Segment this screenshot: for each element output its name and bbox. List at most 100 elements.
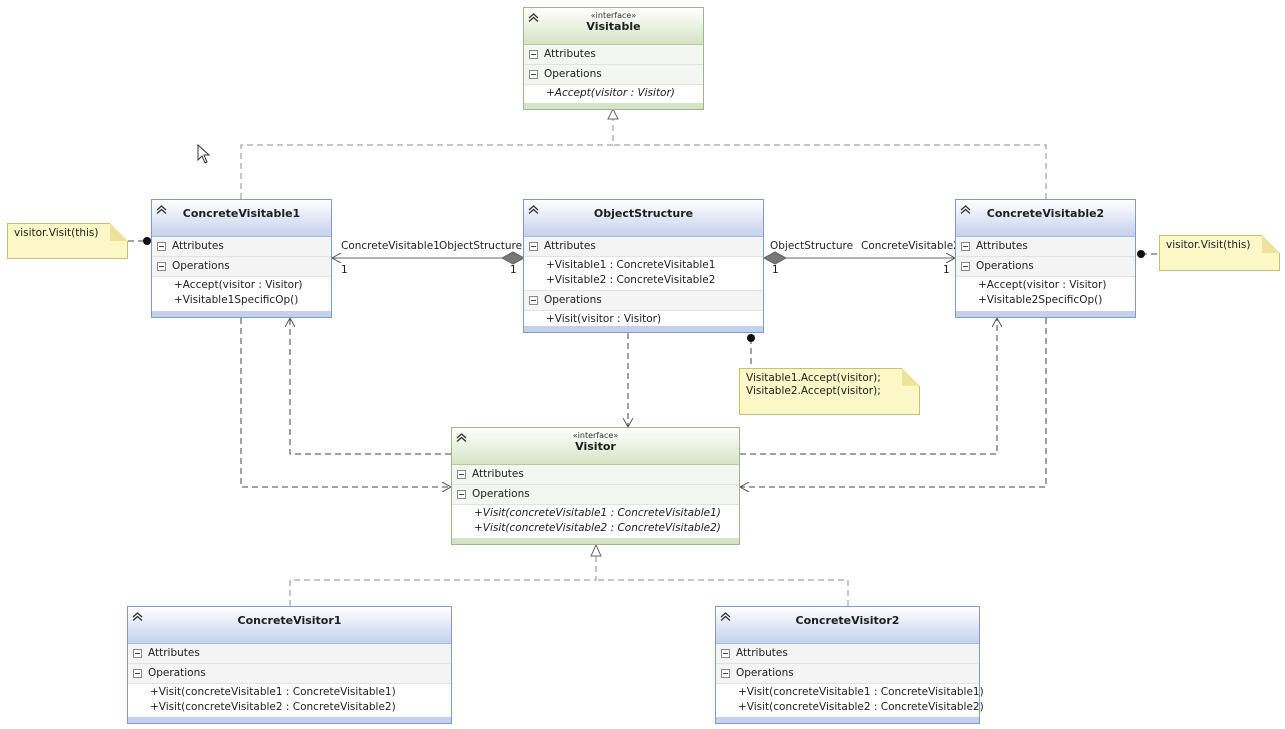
operations-section[interactable]: Operations: [956, 257, 1135, 277]
section-minus-icon[interactable]: [529, 70, 538, 79]
class-footer: [716, 717, 979, 723]
assoc-right-source-mult: 1: [772, 264, 779, 276]
note-text: visitor.Visit(this): [1166, 239, 1251, 251]
operation-item[interactable]: +Visit(concreteVisitable1 : ConcreteVisi…: [474, 507, 721, 519]
section-minus-icon[interactable]: [157, 262, 166, 271]
operations-section[interactable]: Operations: [524, 291, 763, 311]
class-header[interactable]: ConcreteVisitor2: [716, 607, 979, 644]
dependency-visitor-cv1: [290, 318, 451, 455]
section-minus-icon[interactable]: [457, 490, 466, 499]
operations-label: Operations: [472, 488, 530, 500]
class-footer: [524, 326, 763, 332]
attributes-label: Attributes: [544, 48, 596, 60]
section-minus-icon[interactable]: [529, 50, 538, 59]
collapse-chevron-icon[interactable]: [156, 205, 167, 214]
collapse-chevron-icon[interactable]: [720, 612, 731, 621]
comment-note-object-structure[interactable]: Visitable1.Accept(visitor); Visitable2.A…: [739, 368, 920, 415]
section-minus-icon[interactable]: [961, 242, 970, 251]
operation-item[interactable]: +Visit(concreteVisitable2 : ConcreteVisi…: [474, 522, 721, 534]
note-anchor-dot: [747, 334, 755, 342]
collapse-chevron-icon[interactable]: [528, 205, 539, 214]
operations-section[interactable]: Operations: [452, 485, 739, 505]
class-visitable[interactable]: «interface» Visitable Attributes Operati…: [523, 7, 704, 110]
operations-label: Operations: [976, 260, 1034, 272]
class-header[interactable]: ConcreteVisitor1: [128, 607, 451, 644]
operations-label: Operations: [544, 68, 602, 80]
note-fold-icon: [902, 368, 920, 386]
operation-item[interactable]: +Visitable2SpecificOp(): [978, 294, 1103, 306]
class-name: ConcreteVisitor2: [795, 614, 900, 627]
attribute-item[interactable]: +Visitable1 : ConcreteVisitable1: [546, 259, 716, 271]
class-object-structure[interactable]: ObjectStructure Attributes +Visitable1 :…: [523, 199, 764, 333]
note-text-line: Visitable1.Accept(visitor);: [746, 372, 881, 384]
class-name: ConcreteVisitable1: [182, 207, 301, 220]
operation-item[interactable]: +Visit(concreteVisitable2 : ConcreteVisi…: [738, 701, 984, 713]
attributes-section[interactable]: Attributes: [452, 465, 739, 485]
class-header[interactable]: «interface» Visitor: [452, 428, 739, 465]
attributes-section[interactable]: Attributes: [524, 237, 763, 257]
class-name: Visitor: [575, 440, 616, 453]
class-concrete-visitor1[interactable]: ConcreteVisitor1 Attributes Operations +…: [127, 606, 452, 724]
collapse-chevron-icon[interactable]: [960, 205, 971, 214]
section-minus-icon[interactable]: [157, 242, 166, 251]
section-minus-icon[interactable]: [721, 669, 730, 678]
operation-item[interactable]: +Visitable1SpecificOp(): [174, 294, 299, 306]
section-minus-icon[interactable]: [529, 242, 538, 251]
attribute-item[interactable]: +Visitable2 : ConcreteVisitable2: [546, 274, 716, 286]
operation-item[interactable]: +Visit(concreteVisitable1 : ConcreteVisi…: [738, 686, 984, 698]
operation-item[interactable]: +Accept(visitor : Visitor): [546, 87, 675, 99]
attributes-section[interactable]: Attributes: [716, 644, 979, 664]
section-minus-icon[interactable]: [721, 649, 730, 658]
operations-section[interactable]: Operations: [524, 65, 703, 85]
realization-line-visitable2: [613, 144, 1047, 199]
section-minus-icon[interactable]: [529, 296, 538, 305]
note-text: visitor.Visit(this): [14, 227, 99, 239]
section-minus-icon[interactable]: [457, 470, 466, 479]
attributes-label: Attributes: [172, 240, 224, 252]
comment-note-visitable2[interactable]: visitor.Visit(this): [1159, 235, 1280, 271]
operations-section[interactable]: Operations: [716, 664, 979, 684]
section-minus-icon[interactable]: [961, 262, 970, 271]
section-minus-icon[interactable]: [133, 669, 142, 678]
note-fold-icon: [110, 223, 128, 241]
class-header[interactable]: ConcreteVisitable2: [956, 200, 1135, 237]
note-anchor-dot: [1137, 250, 1145, 258]
operations-section[interactable]: Operations: [152, 257, 331, 277]
collapse-chevron-icon[interactable]: [456, 433, 467, 442]
assoc-left-source-mult: 1: [510, 264, 517, 276]
operation-item[interactable]: +Visit(concreteVisitable1 : ConcreteVisi…: [150, 686, 396, 698]
class-visitor[interactable]: «interface» Visitor Attributes Operation…: [451, 427, 740, 545]
operations-section[interactable]: Operations: [128, 664, 451, 684]
class-header[interactable]: ConcreteVisitable1: [152, 200, 331, 237]
class-name: Visitable: [586, 20, 641, 33]
operation-item[interactable]: +Visit(visitor : Visitor): [546, 313, 662, 325]
attributes-label: Attributes: [472, 468, 524, 480]
operations-label: Operations: [148, 667, 206, 679]
class-concrete-visitor2[interactable]: ConcreteVisitor2 Attributes Operations +…: [715, 606, 984, 724]
class-concrete-visitable2[interactable]: ConcreteVisitable2 Attributes Operations…: [955, 199, 1136, 318]
class-footer: [452, 538, 739, 544]
stereotype-label: «interface»: [590, 11, 637, 20]
dependency-cv2-visitor: [740, 318, 1047, 487]
realization-line-visitor1: [289, 556, 597, 606]
operation-item[interactable]: +Visit(concreteVisitable2 : ConcreteVisi…: [150, 701, 396, 713]
attributes-label: Attributes: [736, 647, 788, 659]
comment-note-visitable1[interactable]: visitor.Visit(this): [7, 223, 128, 259]
attributes-section[interactable]: Attributes: [152, 237, 331, 257]
class-name: ConcreteVisitable2: [986, 207, 1105, 220]
realization-arrow-icon: [590, 543, 602, 557]
class-header[interactable]: «interface» Visitable: [524, 8, 703, 45]
attributes-section[interactable]: Attributes: [524, 45, 703, 65]
attributes-section[interactable]: Attributes: [956, 237, 1135, 257]
class-concrete-visitable1[interactable]: ConcreteVisitable1 Attributes Operations…: [151, 199, 332, 318]
collapse-chevron-icon[interactable]: [132, 612, 143, 621]
class-header[interactable]: ObjectStructure: [524, 200, 763, 237]
operation-item[interactable]: +Accept(visitor : Visitor): [978, 279, 1107, 291]
realization-arrow-icon: [607, 107, 619, 120]
attributes-section[interactable]: Attributes: [128, 644, 451, 664]
dependency-cv1-visitor: [240, 318, 451, 487]
section-minus-icon[interactable]: [133, 649, 142, 658]
operation-item[interactable]: +Accept(visitor : Visitor): [174, 279, 303, 291]
collapse-chevron-icon[interactable]: [528, 13, 539, 22]
